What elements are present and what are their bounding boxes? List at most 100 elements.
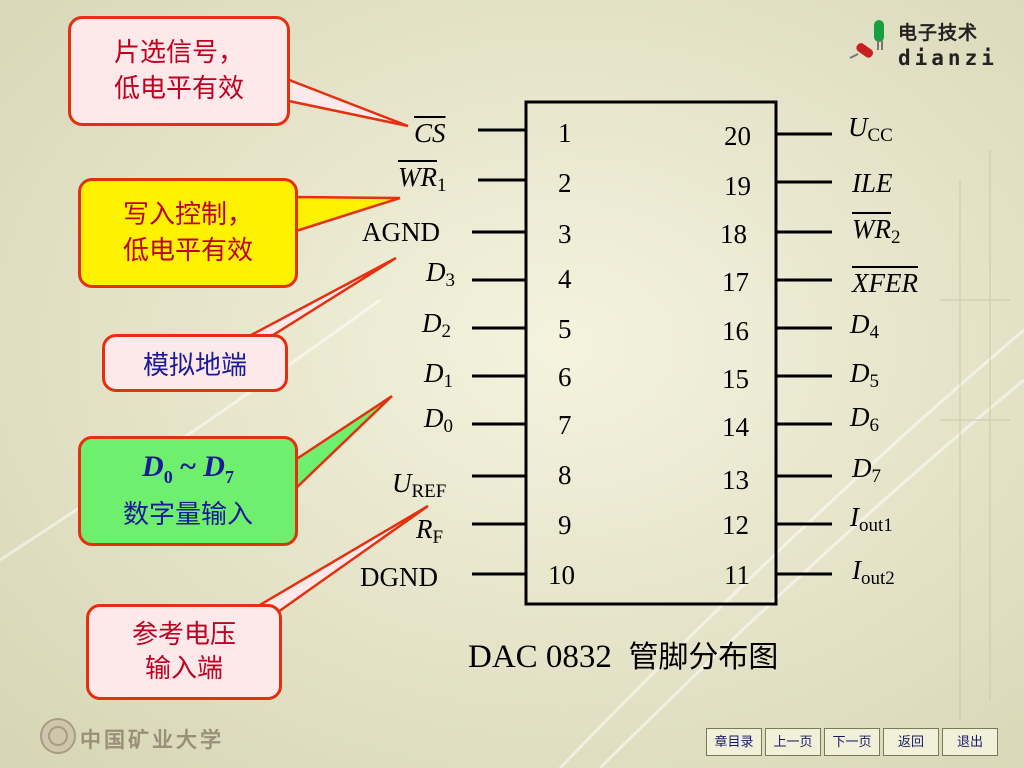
emblem-icon: [40, 718, 76, 754]
callout-chip-select: 片选信号， 低电平有效: [68, 16, 290, 126]
pin-number-8: 8: [558, 460, 572, 490]
pin-label-ile-base: ILE: [852, 168, 893, 198]
school-name: 中国矿业大学: [80, 727, 224, 752]
pin-label-d5-base: D: [850, 358, 870, 388]
pin-label-ucc: UCC: [848, 112, 893, 146]
caption-part-number: DAC 0832: [468, 639, 612, 675]
pin-number-20: 20: [724, 121, 751, 151]
pin-label-d5: D5: [850, 358, 880, 392]
pin-label-wr2-base: WR: [852, 214, 891, 244]
return-button[interactable]: 返回: [883, 728, 939, 756]
pin-label-cs-base: CS: [414, 118, 446, 148]
pin-label-cs: CS: [414, 120, 446, 147]
pin-number-5: 5: [558, 314, 572, 344]
pin-label-d3-sub: 3: [445, 270, 456, 291]
pin-number-4: 4: [558, 264, 572, 294]
pin-label-wr1: WR1: [398, 162, 446, 196]
school-logo: 中国矿业大学: [38, 716, 248, 758]
pin-label-dgnd: DGND: [360, 564, 438, 591]
callout-data-d7-base: D: [203, 450, 225, 483]
pin-label-xfer-base: XFER: [852, 268, 918, 298]
pin-number-17: 17: [722, 267, 749, 297]
pin-label-uref: UREF: [392, 468, 447, 502]
callout-data-d7-sub: 7: [224, 467, 234, 487]
pin-label-d3-base: D: [426, 257, 446, 287]
pin-number-12: 12: [722, 510, 749, 540]
pin-label-xfer: XFER: [852, 270, 918, 297]
callout-analog-ground: 模拟地端: [102, 334, 288, 392]
pin-number-2: 2: [558, 168, 572, 198]
pin-label-d7: D7: [852, 453, 882, 487]
pin-number-14: 14: [722, 412, 749, 442]
pin-label-rf-base: R: [416, 514, 433, 544]
logo-pinyin: dianzi: [898, 46, 998, 70]
callout-data-d0-sub: 0: [163, 467, 173, 487]
callout-pointer-data: [290, 394, 393, 495]
pin-label-agnd: AGND: [362, 219, 440, 246]
pin-label-d0: D0: [424, 403, 454, 437]
pin-number-1: 1: [558, 118, 572, 148]
logo-chinese: 电子技术: [898, 22, 979, 44]
pin-label-d5-sub: 5: [869, 371, 880, 392]
callout-write-control: 写入控制， 低电平有效: [78, 178, 298, 288]
callout-digital-input: D0 ~ D7 数字量输入: [78, 436, 298, 546]
pin-label-d6-sub: 6: [869, 415, 880, 436]
pin-number-10: 10: [548, 560, 575, 590]
callout-wr-line1: 写入控制，: [122, 200, 253, 230]
pin-label-d1: D1: [424, 358, 453, 392]
pin-label-iout2-base: I: [852, 555, 861, 585]
pin-label-iout1: Iout1: [850, 502, 893, 536]
pin-label-iout1-base: I: [850, 502, 859, 532]
pin-number-9: 9: [558, 510, 572, 540]
pin-label-ile: ILE: [852, 170, 893, 197]
caption-title: 管脚分布图: [628, 640, 779, 675]
pin-label-d6-base: D: [850, 402, 870, 432]
pin-label-iout1-sub: out1: [859, 515, 893, 536]
pin-number-7: 7: [558, 410, 572, 440]
pin-number-19: 19: [724, 171, 751, 201]
pin-label-uref-base: U: [392, 468, 412, 498]
callout-cs-line2: 低电平有效: [113, 74, 244, 104]
pin-number-13: 13: [722, 465, 749, 495]
pin-label-agnd-base: AGND: [362, 217, 440, 247]
pin-label-ucc-sub: CC: [867, 125, 893, 146]
pin-label-d0-sub: 0: [443, 416, 454, 437]
callout-cs-line1: 片选信号，: [113, 38, 244, 68]
pin-number-11: 11: [724, 560, 750, 590]
callout-vref-line1: 参考电压: [131, 620, 236, 650]
chip-body: [524, 100, 778, 606]
next-page-button[interactable]: 下一页: [824, 728, 880, 756]
brand-logo: 电子技术 dianzi: [848, 14, 1013, 74]
pin-label-iout2-sub: out2: [861, 568, 895, 589]
callout-data-tilde: ~: [172, 450, 204, 483]
pin-label-d4: D4: [850, 309, 879, 343]
exit-button[interactable]: 退出: [942, 728, 998, 756]
pin-label-wr2-sub: 2: [890, 227, 901, 248]
pin-number-15: 15: [722, 364, 749, 394]
pin-label-d0-base: D: [424, 403, 444, 433]
pin-label-d3: D3: [426, 257, 456, 291]
pin-label-iout2: Iout2: [852, 555, 895, 589]
slide-navigation: 章目录 上一页 下一页 返回 退出: [706, 728, 998, 756]
pin-number-16: 16: [722, 316, 749, 346]
pin-number-18: 18: [720, 219, 747, 249]
pin-label-d2: D2: [422, 310, 451, 342]
callout-data-line2: 数字量输入: [122, 500, 253, 530]
pin-label-d7-base: D: [852, 453, 872, 483]
diagram-caption: DAC 0832 管脚分布图: [468, 632, 778, 676]
callout-agnd-line1: 模拟地端: [142, 350, 247, 381]
callout-data-d0-base: D: [142, 450, 164, 483]
pin-label-d1-base: D: [424, 358, 444, 388]
pin-label-wr1-base: WR: [398, 162, 437, 192]
previous-page-button[interactable]: 上一页: [765, 728, 821, 756]
pin-label-d7-sub: 7: [871, 466, 882, 487]
pin-number-3: 3: [558, 219, 572, 249]
pin-label-uref-sub: REF: [411, 481, 447, 502]
callout-data-range: D0 ~ D7: [142, 448, 234, 496]
pin-label-rf-sub: F: [432, 527, 444, 548]
pin-label-ucc-base: U: [848, 112, 868, 142]
pin-label-dgnd-base: DGND: [360, 562, 438, 592]
pin-label-d4-base: D: [850, 309, 870, 339]
pin-number-6: 6: [558, 362, 572, 392]
chapter-menu-button[interactable]: 章目录: [706, 728, 762, 756]
